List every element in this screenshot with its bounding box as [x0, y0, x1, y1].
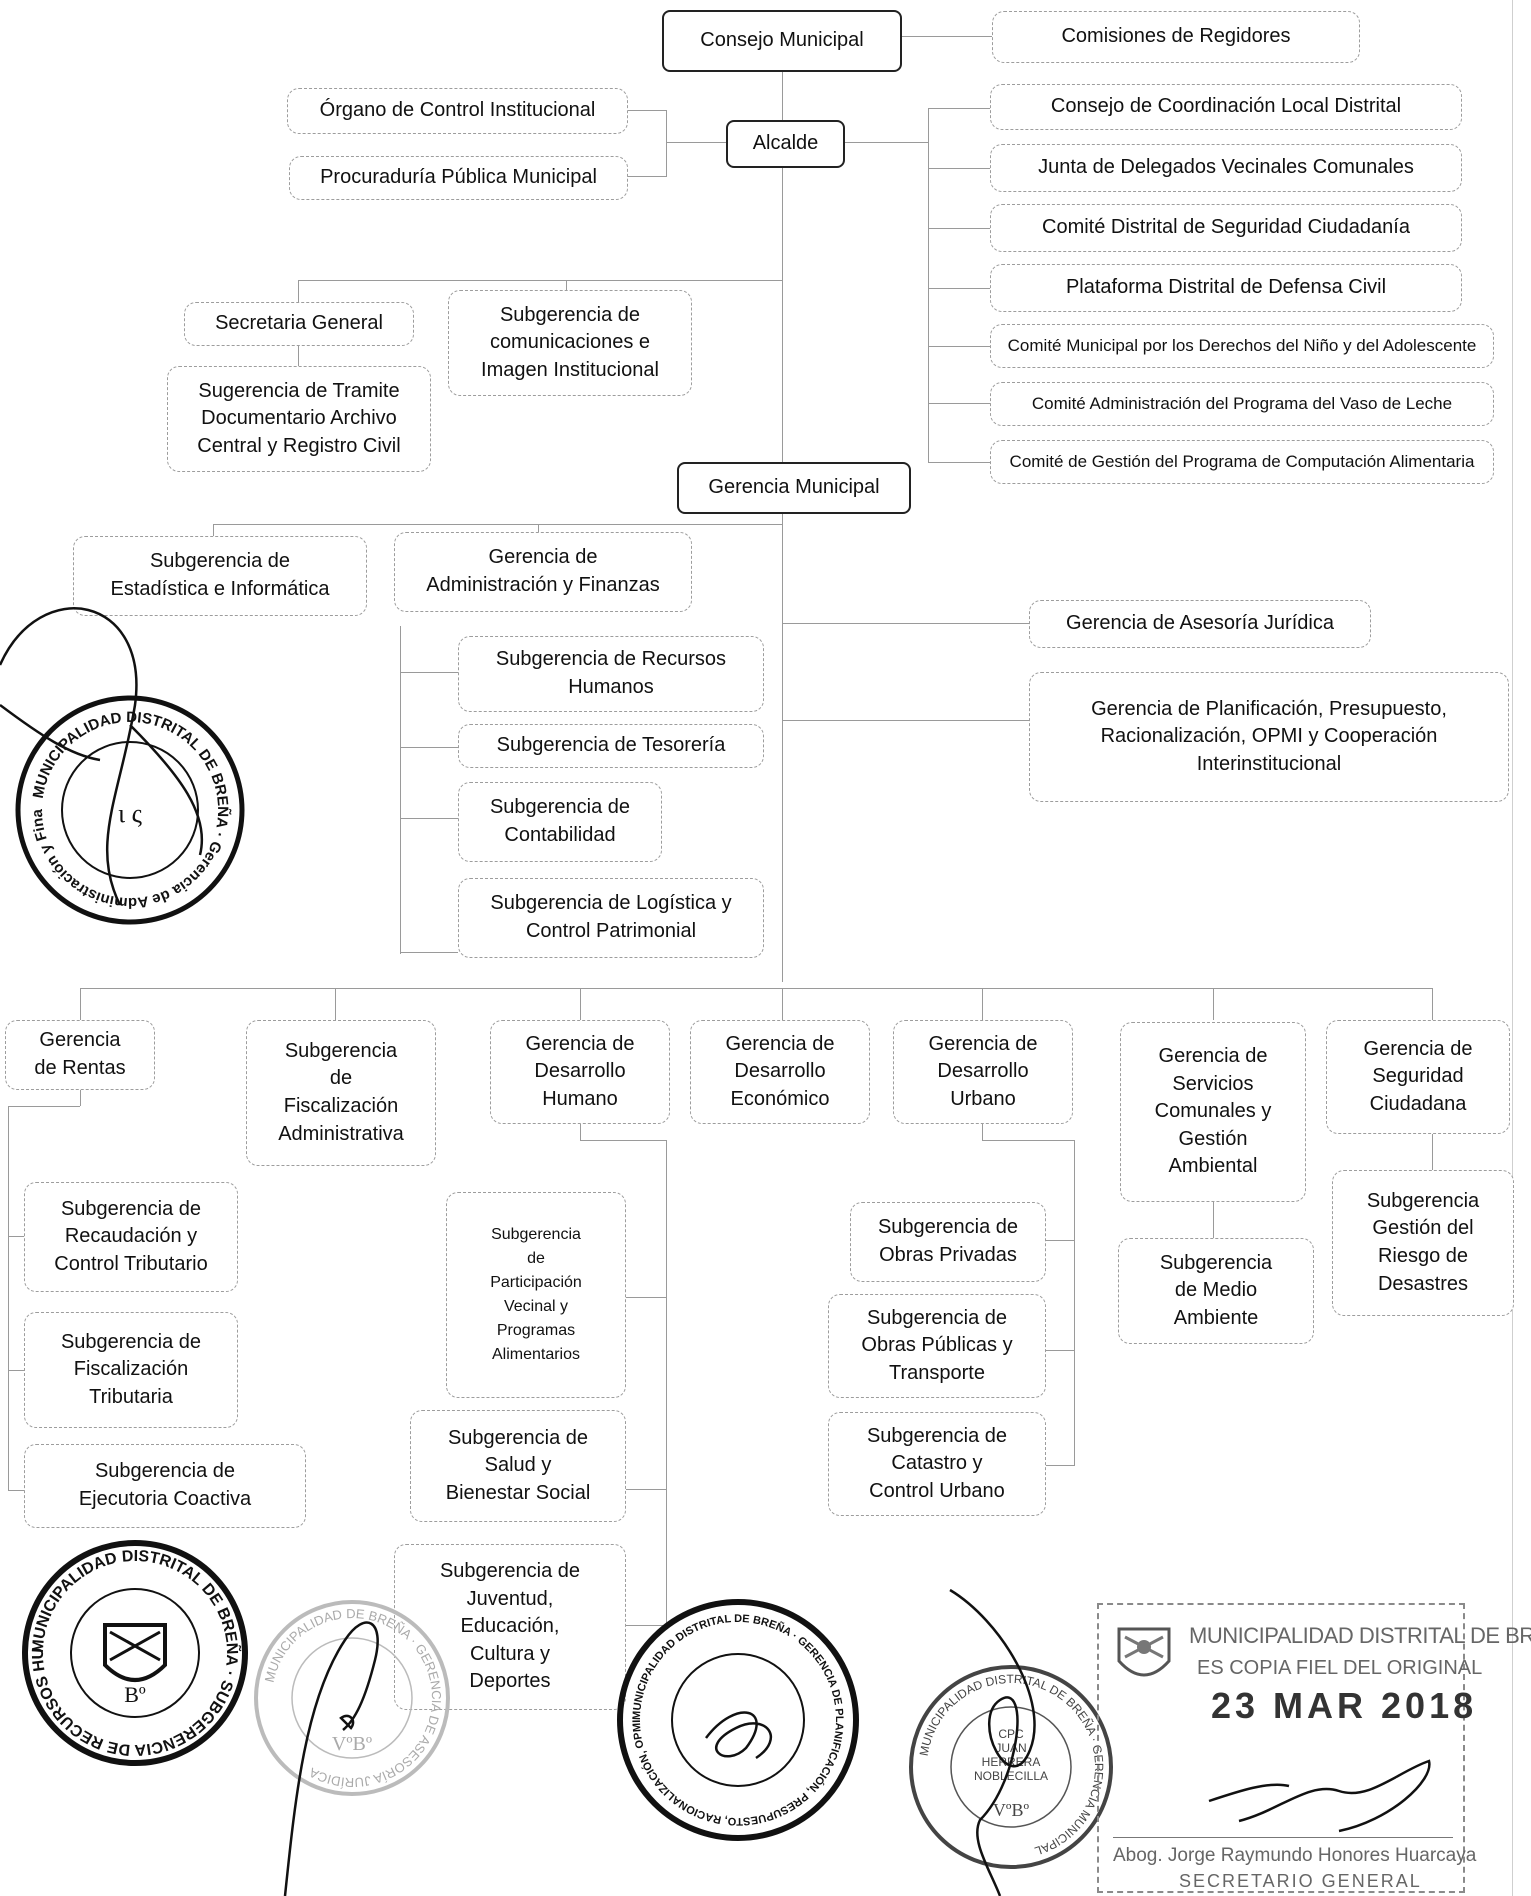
ger-des-humano-node: Gerencia de Desarrollo Humano — [490, 1020, 670, 1124]
comite-vaso-leche-node: Comité Administración del Programa del V… — [990, 382, 1494, 426]
alcalde-node: Alcalde — [726, 120, 845, 168]
cert-entity: MUNICIPALIDAD DISTRITAL DE BREÑA — [1189, 1623, 1531, 1648]
procuraduria-node: Procuraduría Pública Municipal — [289, 156, 628, 200]
asesoria-signature — [283, 1621, 379, 1896]
sub-comunicaciones-node: Subgerencia de comunicaciones e Imagen I… — [448, 290, 692, 396]
svg-text:ι ς: ι ς — [118, 799, 142, 828]
organo-control-node: Órgano de Control Institucional — [287, 88, 628, 134]
admin-seal-stamp: MUNICIPALIDAD DISTRITAL DE BREÑA · Geren… — [10, 690, 245, 925]
sub-contabilidad-node: Subgerencia de Contabilidad — [458, 782, 662, 862]
sub-juventud-node: Subgerencia de Juventud, Educación, Cult… — [394, 1544, 626, 1710]
asesoria-seal-stamp: MUNICIPALIDAD DE BREÑA · GERENCIA DE ASE… — [254, 1600, 450, 1796]
ger-rentas-node: Gerencia de Rentas — [5, 1020, 155, 1090]
planificacion-seal-text: MUNICIPALIDAD DISTRITAL DE BREÑA · GEREN… — [616, 1598, 845, 1827]
cert-date: 23 MAR 2018 — [1211, 1685, 1478, 1726]
sub-participacion-node: Subgerencia de Participación Vecinal y P… — [446, 1192, 626, 1398]
secretaria-general-node: Secretaria General — [184, 302, 414, 346]
certification-stamp: MUNICIPALIDAD DISTRITAL DE BREÑA ES COPI… — [1097, 1603, 1531, 1893]
junta-delegados-node: Junta de Delegados Vecinales Comunales — [990, 144, 1462, 192]
ger-asesoria-node: Gerencia de Asesoría Jurídica — [1029, 600, 1371, 648]
sub-logistica-node: Subgerencia de Logística y Control Patri… — [458, 878, 764, 958]
rrhh-seal-stamp: MUNICIPALIDAD DISTRITAL DE BREÑA · SUBGE… — [22, 1540, 248, 1766]
sub-obras-pub-node: Subgerencia de Obras Públicas y Transpor… — [828, 1294, 1046, 1398]
ger-des-urbano-node: Gerencia de Desarrollo Urbano — [893, 1020, 1073, 1124]
cert-signature — [1208, 1759, 1431, 1833]
comisiones-regidores-node: Comisiones de Regidores — [992, 11, 1360, 63]
sub-rrhh-node: Subgerencia de Recursos Humanos — [458, 636, 764, 712]
sub-riesgo-node: Subgerencia Gestión del Riesgo de Desast… — [1332, 1170, 1514, 1316]
ger-administracion-node: Gerencia de Administración y Finanzas — [394, 532, 692, 612]
sub-recaudacion-node: Subgerencia de Recaudación y Control Tri… — [24, 1182, 238, 1292]
svg-text:JUAN: JUAN — [995, 1741, 1026, 1755]
comite-nino-node: Comité Municipal por los Derechos del Ni… — [990, 324, 1494, 368]
consejo-municipal-node: Consejo Municipal — [662, 10, 902, 72]
sub-obras-priv-node: Subgerencia de Obras Privadas — [850, 1202, 1046, 1282]
plataforma-defensa-node: Plataforma Distrital de Defensa Civil — [990, 264, 1462, 312]
gerencia-municipal-signature — [949, 1588, 1036, 1896]
rrhh-vb: Bº — [124, 1682, 146, 1707]
comite-seguridad-node: Comité Distrital de Seguridad Ciudadanía — [990, 204, 1462, 252]
municipal-coat-of-arms-icon — [1117, 1627, 1171, 1677]
svg-text:MUNICIPALIDAD DISTRITAL DE BRE: MUNICIPALIDAD DISTRITAL DE BREÑA · GEREN… — [616, 1598, 845, 1827]
gm-vb: VºBº — [993, 1800, 1030, 1820]
cert-copy-text: ES COPIA FIEL DEL ORIGINAL — [1197, 1657, 1483, 1679]
sub-coactiva-node: Subgerencia de Ejecutoria Coactiva — [24, 1444, 306, 1528]
ger-seguridad-node: Gerencia de Seguridad Ciudadana — [1326, 1020, 1510, 1134]
admin-signature — [0, 607, 204, 906]
cert-role: SECRETARIO GENERAL — [1179, 1871, 1422, 1891]
sub-tesoreria-node: Subgerencia de Tesorería — [458, 724, 764, 768]
cert-signer: Abog. Jorge Raymundo Honores Huarcaya — [1113, 1845, 1477, 1866]
sub-estadistica-node: Subgerencia de Estadística e Informática — [73, 536, 367, 616]
asesoria-vb: VºBº — [332, 1733, 372, 1755]
consejo-coordinacion-node: Consejo de Coordinación Local Distrital — [990, 84, 1462, 130]
svg-text:NOBLECILLA: NOBLECILLA — [974, 1769, 1048, 1783]
ger-des-economico-node: Gerencia de Desarrollo Económico — [690, 1020, 870, 1124]
sub-salud-node: Subgerencia de Salud y Bienestar Social — [410, 1410, 626, 1522]
ger-planificacion-node: Gerencia de Planificación, Presupuesto, … — [1029, 672, 1509, 802]
comite-computacion-node: Comité de Gestión del Programa de Comput… — [990, 440, 1494, 484]
ger-servicios-node: Gerencia de Servicios Comunales y Gestió… — [1120, 1022, 1306, 1202]
sub-fisc-admin-node: Subgerencia de Fiscalización Administrat… — [246, 1020, 436, 1166]
planificacion-seal-stamp: MUNICIPALIDAD DISTRITAL DE BREÑA · GEREN… — [616, 1598, 859, 1841]
sub-fisc-trib-node: Subgerencia de Fiscalización Tributaria — [24, 1312, 238, 1428]
sub-medio-amb-node: Subgerencia de Medio Ambiente — [1118, 1238, 1314, 1344]
gerencia-municipal-node: Gerencia Municipal — [677, 462, 911, 514]
sub-catastro-node: Subgerencia de Catastro y Control Urbano — [828, 1412, 1046, 1516]
sub-tramite-node: Sugerencia de Tramite Documentario Archi… — [167, 366, 431, 472]
